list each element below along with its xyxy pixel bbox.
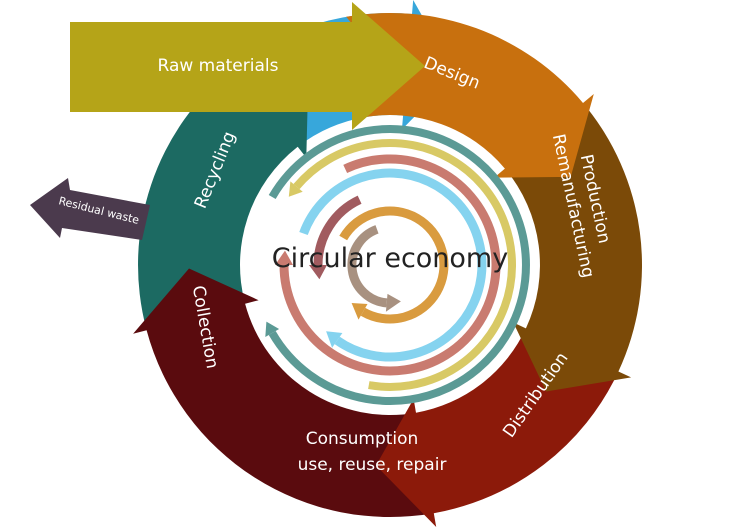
inner-cycle-arc [293,138,516,391]
raw-materials-arrow [70,2,425,130]
inner-cycle-arrowhead [326,331,343,348]
inner-cycle-arc [313,195,362,266]
inner-cycle-arc [268,125,530,405]
inner-cycle-arrowhead [275,250,293,265]
residual-waste-arrow [30,178,150,240]
collection-arrow [138,55,309,331]
inner-cycle-arrowhead [351,303,368,320]
consumption-label: Consumption [306,429,419,449]
inner-cycle-arrowhead [309,265,327,280]
consumption-arrow [133,268,434,518]
inner-cycle-arc [279,154,501,376]
raw-materials-label: Raw materials [158,56,279,76]
inner-cycle-arrowhead [385,293,401,312]
consumption-sub-label: use, reuse, repair [298,455,447,475]
inner-cycle-arrowhead [288,181,303,197]
diagram-title: Circular economy [272,243,508,274]
inner-cycle-arc [339,206,449,324]
inner-cycle-arrowhead [265,321,280,337]
inner-cycle-arc [299,168,487,362]
inner-cycle-arc [347,225,388,308]
